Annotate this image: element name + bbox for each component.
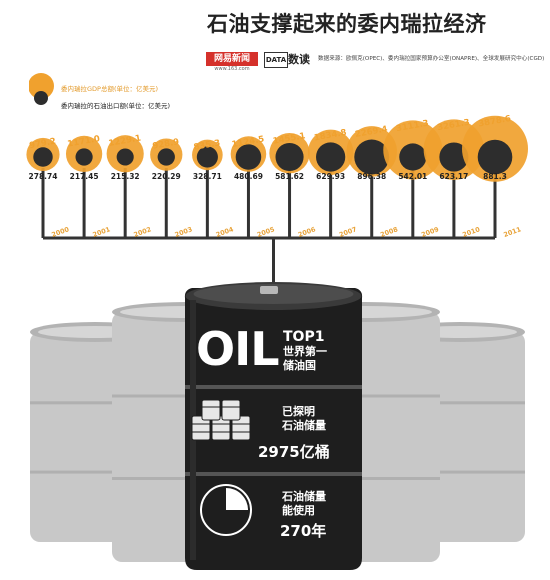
data-read-label: 数读 <box>288 53 310 66</box>
oil-value-label: 881.3 <box>483 172 507 181</box>
oil-bubble <box>477 139 513 175</box>
proven-label-2: 石油储量 <box>282 419 326 432</box>
barrels-stack-icon <box>191 399 251 441</box>
world-first-label: 世界第一 <box>283 345 327 358</box>
oil-value-label: 215.32 <box>111 172 140 181</box>
use-label-2: 能使用 <box>282 504 315 517</box>
oil-value-label: 220.29 <box>152 172 181 181</box>
legend: 委内瑞拉GDP总额(单位：亿美元) 委内瑞拉的石油出口额(单位：亿美元) <box>29 73 239 118</box>
proven-block: 已探明 石油储量 <box>282 405 326 433</box>
oil-bubble <box>116 148 134 166</box>
oil-value-label: 278.74 <box>29 172 58 181</box>
oil-bubble <box>196 146 218 168</box>
top1-block: TOP1 世界第一 储油国 <box>283 330 327 373</box>
use-block: 石油储量 能使用 <box>282 490 326 518</box>
oil-value-label: 581.62 <box>275 172 304 181</box>
oil-value-label: 480.69 <box>234 172 263 181</box>
year-label: 2011 <box>502 225 522 239</box>
oil-value-label: 896.38 <box>357 172 386 181</box>
oil-bubble <box>354 139 390 175</box>
gdp-value-label: 979.2 <box>29 137 57 152</box>
oil-bubble <box>235 144 262 170</box>
use-value: 270年 <box>280 522 327 540</box>
oil-value-label: 542.01 <box>398 172 427 181</box>
legend-gdp-label: 委内瑞拉GDP总额(单位：亿美元) <box>61 85 159 93</box>
oil-bubble <box>399 143 427 171</box>
oil-word: OIL <box>196 322 280 376</box>
gdp-value-label: 928.9 <box>152 137 180 152</box>
netease-site-url: www.163.com <box>214 66 250 72</box>
oil-value-label: 629.93 <box>316 172 345 181</box>
oil-value-label: 623.17 <box>439 172 468 181</box>
gdp-value-label: 835.3 <box>193 138 221 153</box>
legend-oil-label: 委内瑞拉的石油出口额(单位：亿美元) <box>61 102 171 110</box>
infographic-title: 石油支撑起来的委内瑞拉经济 <box>207 12 487 36</box>
oil-logo: OIL <box>196 322 280 376</box>
proven-label-1: 已探明 <box>282 405 315 418</box>
oil-bubble <box>33 147 53 167</box>
reserve-country-label: 储油国 <box>283 359 316 372</box>
oil-bubble <box>275 142 304 172</box>
oil-bubble <box>316 142 346 172</box>
top1-label: TOP1 <box>283 329 325 345</box>
use-label-1: 石油储量 <box>282 490 326 503</box>
pie-clock-icon <box>200 484 252 536</box>
legend-swatch-icon <box>29 73 54 105</box>
oil-bubble <box>439 142 469 172</box>
netease-news-logo: 网易新闻 <box>206 52 258 66</box>
data-read-icon: DATA <box>264 52 288 68</box>
oil-value-label: 217.45 <box>70 172 99 181</box>
oil-value-label: 328.71 <box>193 172 222 181</box>
data-source: 数据来源：欧佩克(OPEC)、委内瑞拉国家预算办公室(ONAPRE)、全球发展研… <box>318 56 545 62</box>
proven-value: 2975亿桶 <box>258 443 330 461</box>
oil-bubble <box>75 148 93 166</box>
oil-bubble <box>157 148 175 166</box>
